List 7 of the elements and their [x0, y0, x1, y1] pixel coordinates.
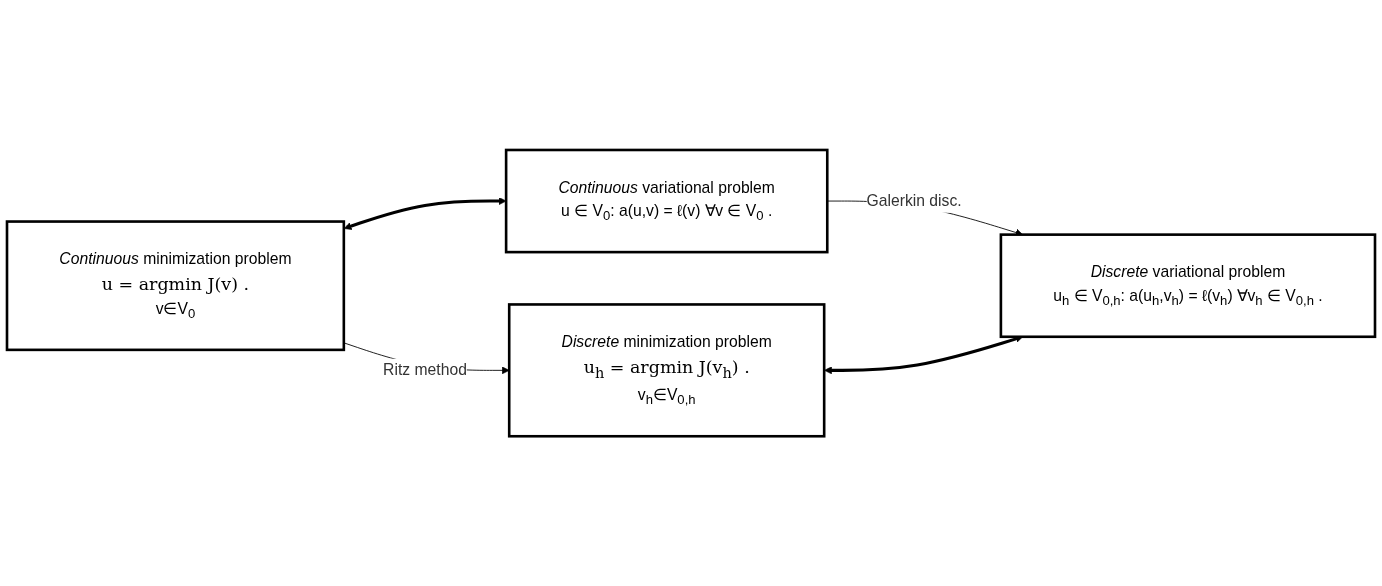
node-box: Continuous minimization problem u = argmin J(v) . v∈V$_{0}$ [5, 220, 346, 352]
node-box: Continuous variational problem u ∈ V$_{0}$: a(u,v) = ℓ(v) ∀v ∈ V$_{0}$ . [504, 148, 829, 254]
edge-label: Ritz method [383, 361, 467, 379]
edge-label: Galerkin disc. [866, 191, 962, 210]
node-box: Discrete variational problem u$_{h}$ ∈ V$_{0,h}$: a(u$_{h}$,v$_{h}$) = ℓ(v$_{h}$) ∀v$_{h}$ ∈ V$_{0,h}$ . [999, 233, 1377, 338]
arrow [343, 197, 507, 230]
node-box: Discrete minimization problem u$_{h}$ = argmin J(v$_{h}$) . v$_{h}$∈V$_{0,h}$ [507, 303, 826, 438]
